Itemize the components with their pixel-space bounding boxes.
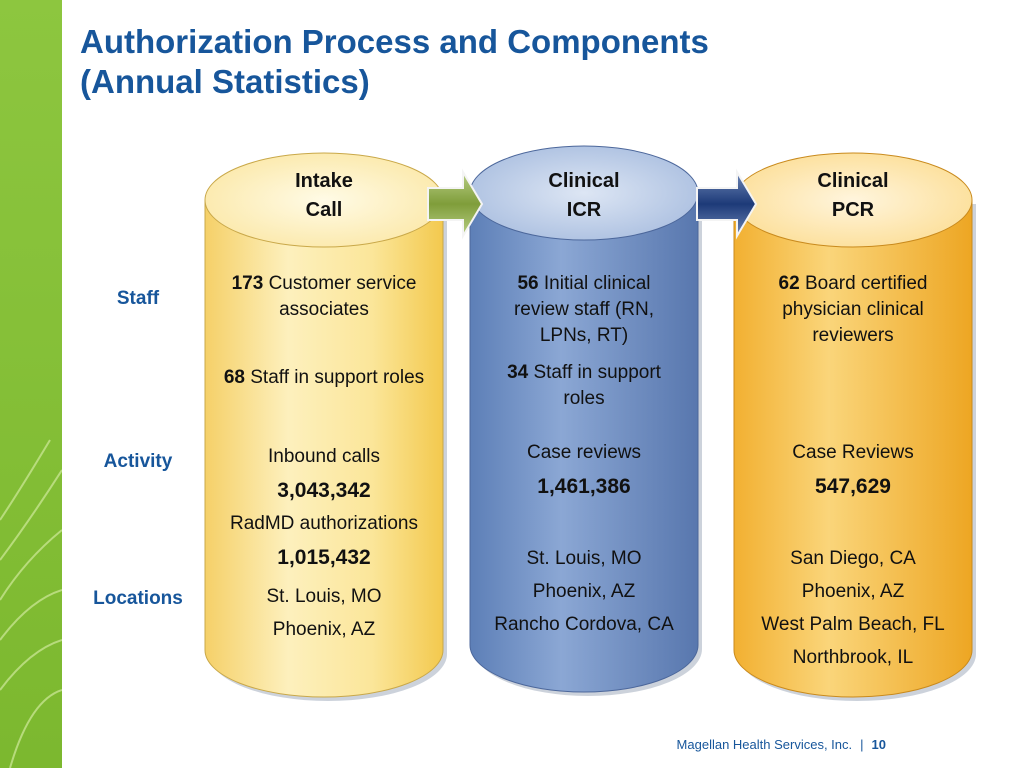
staff-count: 34 <box>507 362 529 383</box>
row-label-staff: Staff <box>116 288 160 309</box>
activity-label: Inbound calls <box>268 446 380 467</box>
footer: Magellan Health Services, Inc. | 10 <box>677 737 886 752</box>
column-heading: Clinical PCR <box>734 167 972 225</box>
footer-company: Magellan Health Services, Inc. <box>676 737 853 752</box>
cylinder-clinical-pcr <box>733 152 976 701</box>
decorative-side-bar <box>0 0 62 768</box>
location-item: Phoenix, AZ <box>272 619 376 640</box>
staff-block-2: 68 Staff in support roles <box>223 365 425 391</box>
page-title: Authorization Process and Components (An… <box>80 22 709 102</box>
staff-description: Customer service associates <box>268 273 417 320</box>
staff-description: Staff in support roles <box>250 367 425 388</box>
staff-description: Board certified physician clinical revie… <box>782 273 928 346</box>
locations-block: St. Louis, MO Phoenix, AZ Rancho Cordova… <box>470 546 698 638</box>
location-item: St. Louis, MO <box>266 586 382 607</box>
row-label-locations: Locations <box>93 588 183 609</box>
heading-line-2: Call <box>305 199 343 221</box>
activity-value: 1,015,432 <box>277 546 371 569</box>
heading-line-1: Clinical <box>817 170 889 192</box>
leaf-decoration <box>0 439 62 768</box>
footer-separator: | <box>860 737 864 752</box>
activity-label: Case Reviews <box>792 442 914 463</box>
activity-value: 3,043,342 <box>277 479 371 502</box>
heading-line-2: ICR <box>566 199 602 221</box>
location-item: San Diego, CA <box>790 548 916 569</box>
activity-value: 1,461,386 <box>537 475 631 498</box>
staff-block-1: 62 Board certified physician clinical re… <box>756 271 950 349</box>
heading-line-1: Clinical <box>548 170 620 192</box>
cylinder-clinical-icr <box>469 145 702 696</box>
activity-block: Inbound calls 3,043,342 RadMD authorizat… <box>205 444 443 571</box>
page-number: 10 <box>871 737 886 752</box>
column-heading: Clinical ICR <box>470 167 698 225</box>
location-item: St. Louis, MO <box>526 548 642 569</box>
location-item: West Palm Beach, FL <box>761 614 945 635</box>
activity-value: 547,629 <box>815 475 891 498</box>
title-line-2: (Annual Statistics) <box>80 63 370 100</box>
location-item: Rancho Cordova, CA <box>494 614 674 635</box>
column-heading: Intake Call <box>205 167 443 225</box>
row-label-activity: Activity <box>103 451 173 472</box>
activity-label: Case reviews <box>526 442 642 463</box>
location-item: Phoenix, AZ <box>532 581 636 602</box>
staff-block-1: 173 Customer service associates <box>223 271 425 323</box>
heading-line-1: Intake <box>295 170 353 192</box>
staff-description: Staff in support roles <box>533 362 661 409</box>
heading-line-2: PCR <box>831 199 875 221</box>
arrow-intake-to-icr <box>427 168 484 240</box>
staff-count: 68 <box>223 367 245 388</box>
staff-count: 62 <box>778 273 800 294</box>
staff-description: Initial clinical review staff (RN, LPNs,… <box>513 273 655 346</box>
staff-block-2: 34 Staff in support roles <box>490 360 678 412</box>
cylinder-intake-call <box>204 152 447 701</box>
staff-count: 56 <box>517 273 539 294</box>
staff-block-1: 56 Initial clinical review staff (RN, LP… <box>496 271 672 349</box>
arrow-icr-to-pcr <box>696 168 758 240</box>
title-line-1: Authorization Process and Components <box>80 23 709 60</box>
location-item: Northbrook, IL <box>792 647 914 668</box>
staff-count: 173 <box>231 273 264 294</box>
locations-block: St. Louis, MO Phoenix, AZ <box>205 584 443 643</box>
activity-block: Case reviews 1,461,386 <box>470 440 698 500</box>
location-item: Phoenix, AZ <box>801 581 905 602</box>
activity-label: RadMD authorizations <box>230 513 418 534</box>
activity-block: Case Reviews 547,629 <box>734 440 972 500</box>
locations-block: San Diego, CA Phoenix, AZ West Palm Beac… <box>734 546 972 671</box>
